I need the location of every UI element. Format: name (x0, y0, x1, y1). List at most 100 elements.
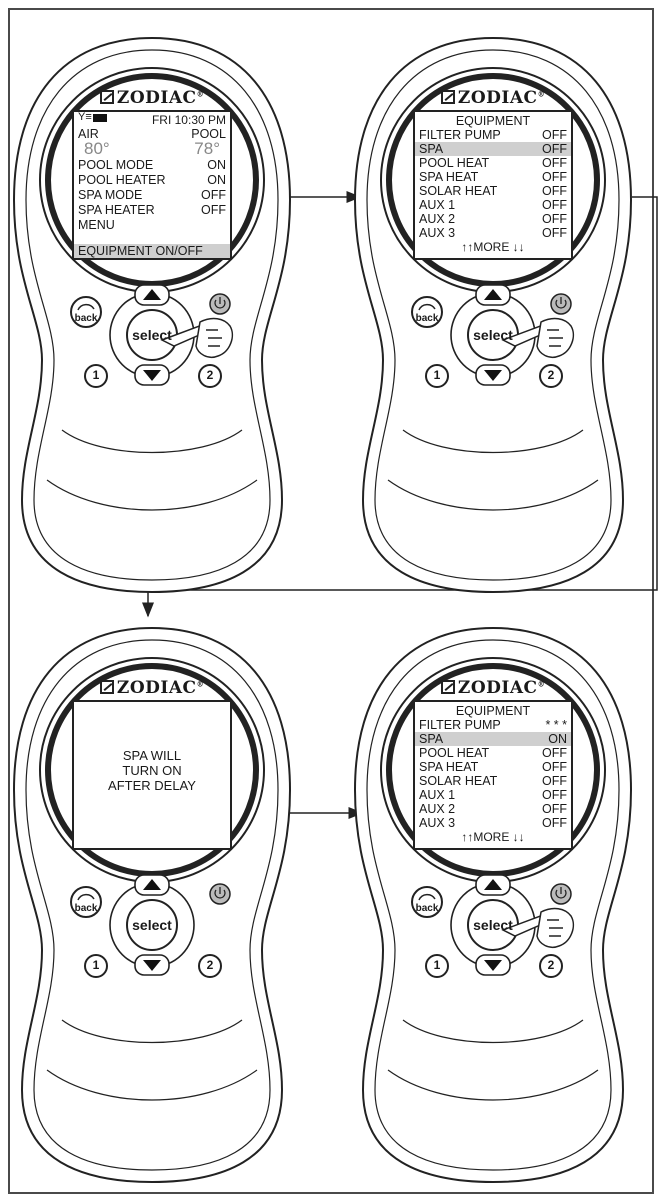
button-2-label: 2 (547, 958, 555, 972)
zodiac-logo: ZODIAC® (2, 88, 302, 108)
select-label: select (132, 917, 172, 933)
back-button (411, 886, 443, 918)
diagram-frame (8, 8, 654, 1194)
zodiac-logo-icon (440, 680, 455, 694)
back-arrow-icon (77, 303, 95, 311)
power-icon (555, 887, 567, 899)
more-indicator: ↑↑MORE ↓↓ (461, 830, 525, 844)
pool-temp: 78° (194, 139, 220, 158)
zodiac-logo: ZODIAC® (343, 678, 643, 698)
menu-row: MENU (78, 218, 115, 232)
temps: 80° 78° (74, 139, 230, 158)
down-arrow-icon (143, 960, 161, 971)
highlighted-menu-item: EQUIPMENT ON/OFF (74, 244, 230, 258)
clock: FRI 10:30 PM (151, 113, 226, 127)
more-indicator: ↑↑MORE ↓↓ (461, 240, 525, 254)
button-1-label: 1 (433, 958, 441, 972)
button-1-label: 1 (433, 368, 441, 382)
signal-icon (78, 112, 108, 124)
up-arrow-icon (484, 879, 502, 890)
button-1 (425, 364, 449, 388)
up-arrow-icon (143, 289, 161, 300)
down-arrow-icon (484, 960, 502, 971)
power-icon (214, 887, 226, 899)
button-2-label: 2 (547, 368, 555, 382)
zodiac-logo: ZODIAC® (2, 678, 302, 698)
select-label: select (473, 917, 513, 933)
button-1-label: 1 (92, 368, 100, 382)
button-2 (198, 364, 222, 388)
zodiac-logo-icon (99, 680, 114, 694)
back-arrow-icon (77, 893, 95, 901)
select-label: select (473, 327, 513, 343)
button-2 (539, 364, 563, 388)
power-icon (555, 297, 567, 309)
zodiac-logo-icon (440, 90, 455, 104)
arrow-2-to-3 (142, 196, 658, 618)
temp-labels: AIR POOL (74, 127, 230, 141)
up-arrow-icon (484, 289, 502, 300)
back-arrow-icon (418, 303, 436, 311)
back-label: back (415, 313, 439, 324)
down-arrow-icon (143, 370, 161, 381)
back-label: back (74, 903, 98, 914)
select-button (126, 899, 178, 951)
status-bar: FRI 10:30 PM (74, 112, 230, 127)
pointing-hand-icon (501, 907, 575, 948)
screen-title: EQUIPMENT (455, 114, 531, 128)
select-label: select (132, 327, 172, 343)
button-2 (198, 954, 222, 978)
screen-title: EQUIPMENT (455, 704, 531, 718)
back-arrow-icon (418, 893, 436, 901)
button-1-label: 1 (92, 958, 100, 972)
equipment-row: FILTER PUMP* * * (419, 718, 567, 732)
back-button (70, 296, 102, 328)
button-1 (84, 364, 108, 388)
back-button (70, 886, 102, 918)
down-arrow-icon (484, 370, 502, 381)
zodiac-logo-icon (99, 90, 114, 104)
back-button (411, 296, 443, 328)
back-label: back (74, 313, 98, 324)
air-temp: 80° (84, 139, 110, 158)
back-label: back (415, 903, 439, 914)
button-2-label: 2 (206, 958, 214, 972)
pool-label: POOL (191, 127, 226, 141)
button-2 (539, 954, 563, 978)
button-1 (84, 954, 108, 978)
pointing-hand-icon (501, 317, 575, 358)
button-1 (425, 954, 449, 978)
zodiac-logo: ZODIAC® (343, 88, 643, 108)
pointing-hand-icon (160, 317, 234, 358)
air-label: AIR (78, 127, 99, 141)
button-2-label: 2 (206, 368, 214, 382)
power-icon (214, 297, 226, 309)
